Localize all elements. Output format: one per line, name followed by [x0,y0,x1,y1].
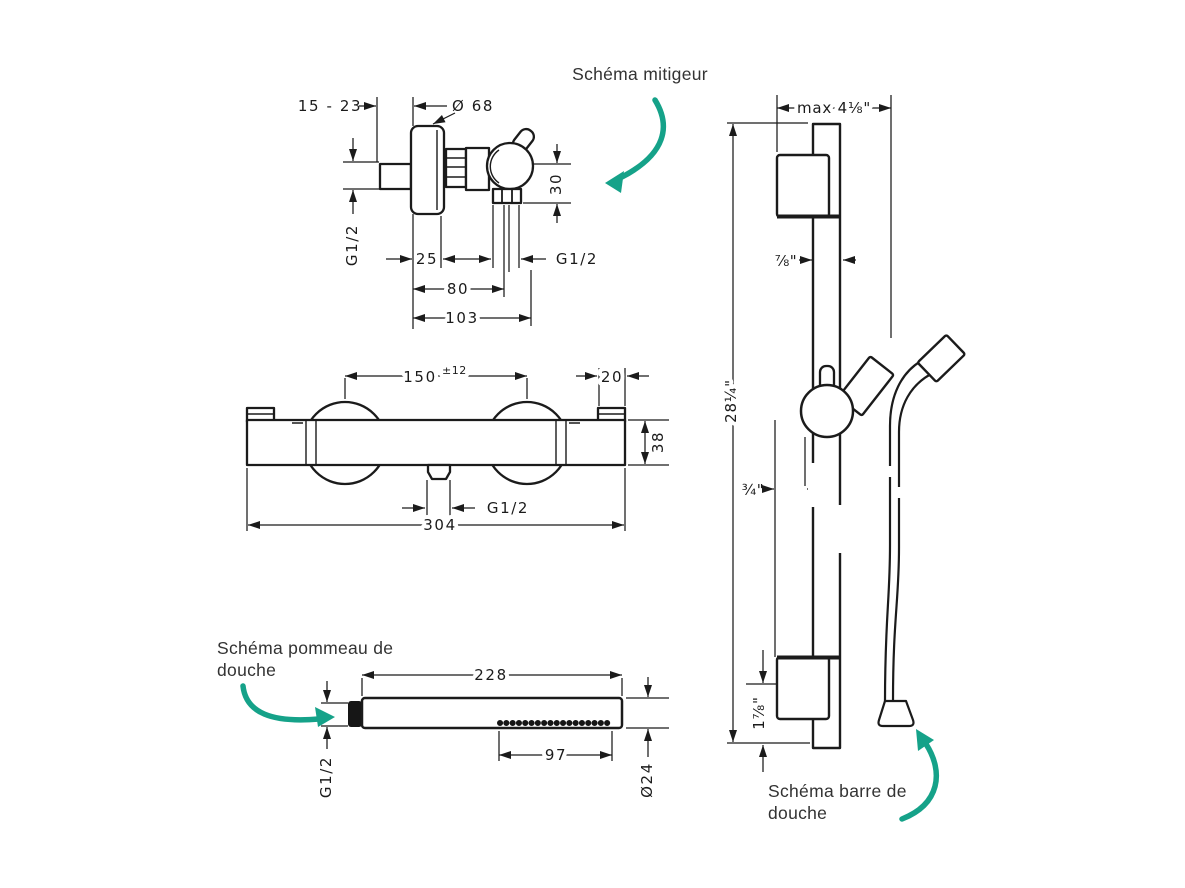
front-dim-outlet-thread: G1/2 [487,499,529,517]
handshower-dim-228: 228 [474,666,507,684]
front-dim-tolerance: ±12 [442,364,467,377]
side-dim-outlet-drop: 30 [547,173,565,195]
bar-dim-offset: ¾" [742,481,764,499]
front-dim-20: 20 [601,368,623,386]
side-dim-outlet-thread: G1/2 [556,250,598,268]
handshower-caption-line2: douche [217,660,276,680]
mixer-side-dimension-lines [343,97,571,329]
handle-connector [348,701,362,727]
bar-dimension-lines [727,95,892,772]
handshower-dim-97: 97 [545,746,567,764]
slider-knob [799,383,855,439]
side-dim-escutcheon-dia: Ø 68 [452,97,494,115]
side-dim-80: 80 [447,280,469,298]
side-dim-103: 103 [445,309,478,327]
handshower-dim-diameter: Ø24 [638,762,656,798]
handshower-caption-line1: Schéma pommeau de [217,638,393,658]
handshower-caption-arrow [240,683,322,723]
escutcheon [409,124,446,216]
mixer-front-dimension-lines [246,368,669,531]
hose-connector-nut [917,334,966,383]
handshower-dimension-lines [321,671,669,761]
bar-caption-arrow [899,741,940,822]
handshower-view: Schéma pommeau de douche 228 97 Ø24 G1/2 [217,638,669,798]
mixer-caption-arrow [619,97,667,180]
outlet-nut [491,187,523,205]
top-wall-bracket [775,153,831,219]
bar-caption-line1: Schéma barre de [768,781,907,801]
mixer-side-view: 15 - 23 Ø 68 30 G1/2 25 G1/2 80 103 [298,97,598,331]
mixer-side-body [378,124,536,216]
mixer-front-body [245,400,627,486]
shower-hose [883,359,933,703]
shower-bar-view: max 4⅛" ⅞" 28¼" ¾" 1⅞" Schéma barre de d… [718,95,966,823]
front-dim-38: 38 [649,431,667,453]
ribbed-connector [444,147,468,189]
mixer-caption-group: Schéma mitigeur [572,64,708,193]
bar-dim-profile: ⅞" [775,252,797,270]
front-dim-304: 304 [423,516,456,534]
side-dim-wall-range: 15 - 23 [298,97,362,115]
handshower-body [348,696,624,730]
handshower-dim-thread: G1/2 [317,756,335,798]
handle-knob [485,141,535,191]
bar-caption-line2: douche [768,803,827,823]
supply-pipe [378,162,413,191]
hose-end-cone [877,699,915,728]
bottom-wall-bracket [775,655,831,721]
mixer-front-view: 150 ±12 20 38 G1/2 304 [245,360,669,538]
bar-dim-max-reach: max 4⅛" [797,99,871,117]
valve-body [464,146,491,192]
mixer-caption: Schéma mitigeur [572,64,708,84]
side-dim-25: 25 [416,250,438,268]
handshower-caption-arrowhead-icon [315,707,335,727]
bar-caption-arrowhead-icon [916,729,934,751]
front-dim-150: 150 [403,368,436,386]
bar-dim-bottom: 1⅞" [750,696,768,729]
mixer-body-bar [245,418,627,467]
bar-dim-height: 28¼" [722,379,740,423]
bar-body [775,122,966,750]
bottom-outlet [426,463,452,481]
side-dim-inlet-thread: G1/2 [343,224,361,266]
mixer-caption-arrowhead-icon [605,171,624,193]
